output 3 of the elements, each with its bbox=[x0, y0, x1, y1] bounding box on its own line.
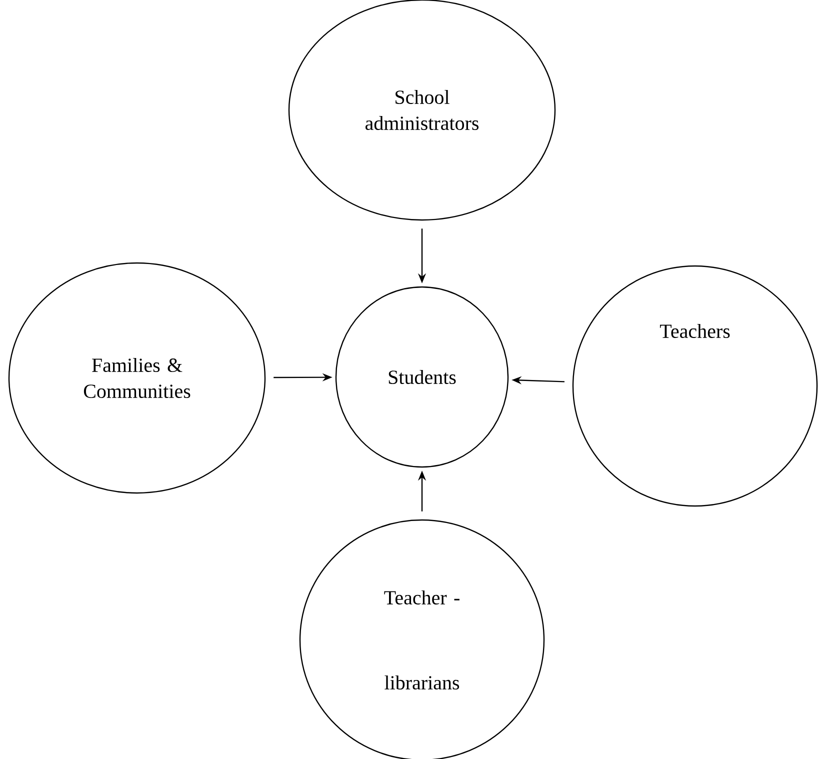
circle-node: Students bbox=[335, 286, 509, 468]
circle-node: Families & Communities bbox=[8, 262, 266, 494]
circle-node: Teachers bbox=[572, 265, 818, 507]
